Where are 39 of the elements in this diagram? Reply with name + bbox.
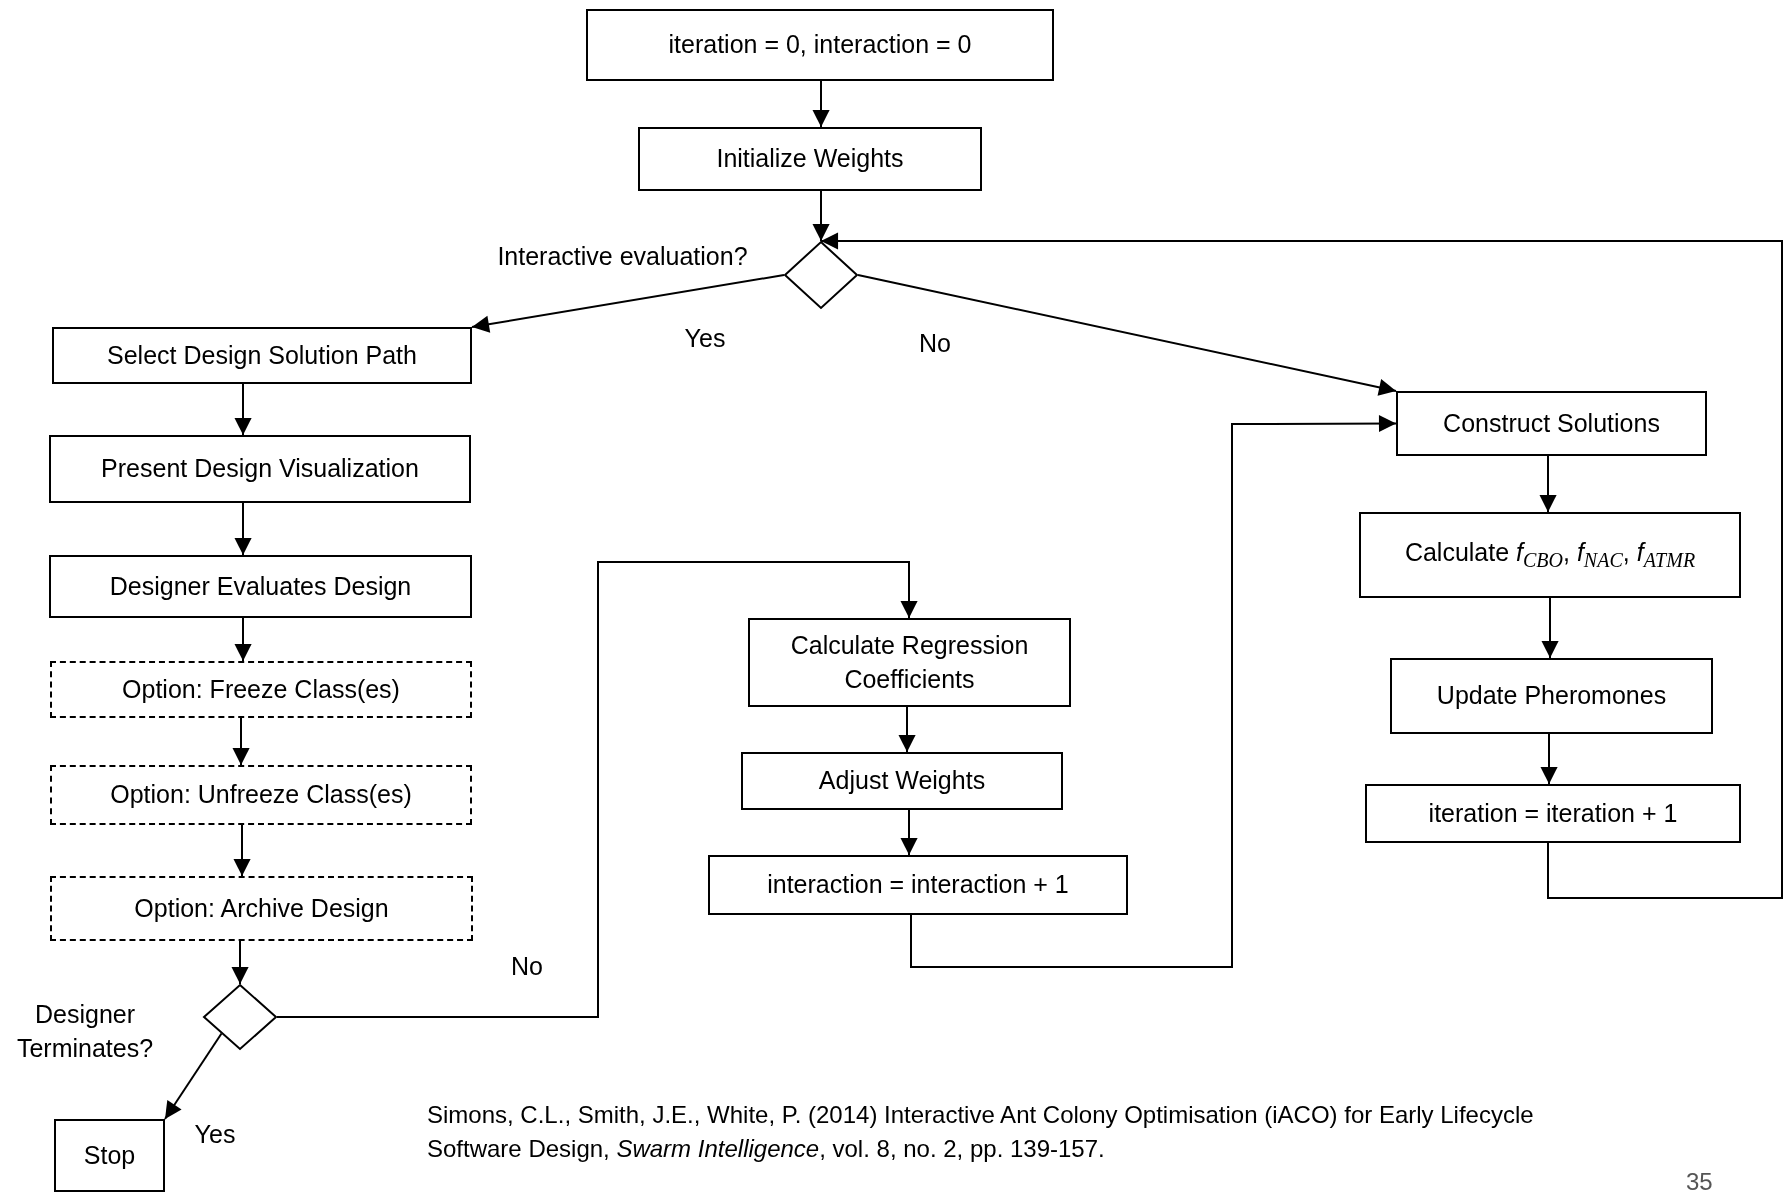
- page-number: 35: [1686, 1168, 1713, 1196]
- process-box: Initialize Weights: [638, 127, 982, 191]
- process-box: Calculate f$_{CBO}$, f$_{NAC}$, f$_{ATMR}$: [1359, 512, 1741, 598]
- optional-step-box: Option: Freeze Class(es): [50, 661, 472, 718]
- arrow: [233, 824, 251, 877]
- process-box: Construct Solutions: [1396, 391, 1707, 456]
- arrow: [812, 80, 830, 128]
- decision-question: Interactive evaluation?: [496, 241, 749, 272]
- arrow: [232, 717, 250, 766]
- arrow: [276, 561, 918, 1018]
- process-box: Select Design Solution Path: [52, 327, 472, 384]
- arrow: [471, 274, 785, 333]
- arrow: [234, 502, 252, 556]
- optional-step-box: Option: Archive Design: [50, 876, 473, 941]
- arrow: [900, 809, 918, 856]
- process-box: Stop: [54, 1119, 165, 1192]
- process-box: iteration = iteration + 1: [1365, 784, 1741, 843]
- arrow: [1541, 597, 1559, 659]
- process-box: Adjust Weights: [741, 752, 1063, 810]
- arrow: [164, 1032, 223, 1120]
- optional-step-box: Option: Unfreeze Class(es): [50, 765, 472, 825]
- process-box: iteration = 0, interaction = 0: [586, 9, 1054, 81]
- arrow: [857, 274, 1397, 396]
- arrow: [812, 190, 830, 242]
- arrow: [234, 617, 252, 662]
- arrow: [910, 414, 1397, 968]
- process-box: Calculate Regression Coefficients: [748, 618, 1071, 707]
- decision-question: Designer Terminates?: [15, 999, 155, 1064]
- arrow: [820, 232, 1783, 899]
- arrow: [898, 706, 916, 753]
- arrow: [231, 940, 249, 985]
- citation: Simons, C.L., Smith, J.E., White, P. (2014) Interactive Ant Colony Optimisation (iACO) for Early Lifecycle Software Design, Swarm Intelligence, vol. 8, no. 2, pp. 139-157.: [427, 1100, 1535, 1164]
- process-box: Present Design Visualization: [49, 435, 471, 503]
- arrow: [1540, 733, 1558, 785]
- arrow: [234, 383, 252, 436]
- arrow: [1539, 455, 1557, 513]
- process-box: Designer Evaluates Design: [49, 555, 472, 618]
- process-box: interaction = interaction + 1: [708, 855, 1128, 915]
- process-box: Update Pheromones: [1390, 658, 1713, 734]
